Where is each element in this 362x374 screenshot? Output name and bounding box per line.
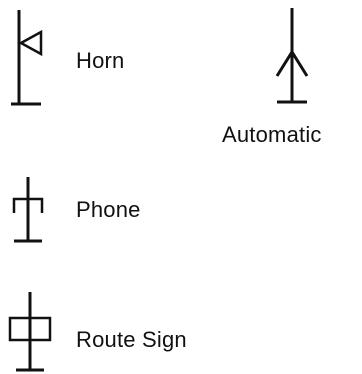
legend-label-route-sign: Route Sign [76,327,187,352]
route-sign-signal-icon [8,292,52,372]
legend-label-automatic: Automatic [222,122,322,147]
legend-label-phone: Phone [76,197,141,222]
automatic-signal-icon [275,8,309,104]
phone-signal-icon [12,177,44,243]
horn-signal-icon [11,10,43,106]
legend-label-horn: Horn [76,48,125,73]
